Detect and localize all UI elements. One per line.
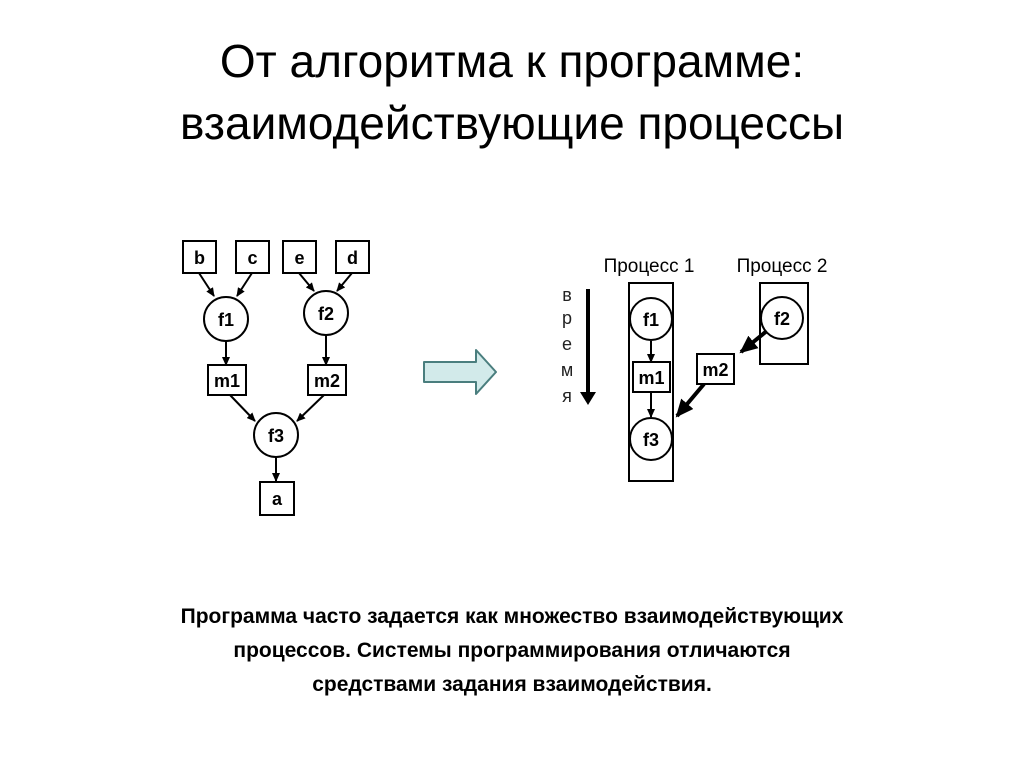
caption-line-3: средствами задания взаимодействия. <box>312 673 712 696</box>
node-m1-label: m1 <box>214 371 240 391</box>
process-nodes: f1 m1 f3 f2 m2 <box>629 296 804 461</box>
edge-f2-m2 <box>739 328 770 354</box>
process-1-container <box>628 282 674 482</box>
process-2-label: Процесс 2 <box>737 256 828 277</box>
p1-node-f1-label: f1 <box>643 310 659 330</box>
time-letter-1: в <box>562 285 572 305</box>
shared-node-m2: m2 <box>696 353 735 385</box>
node-f1-label: f1 <box>218 310 234 330</box>
p1-node-m1-label: m1 <box>638 368 664 388</box>
p2-node-f2: f2 <box>760 296 804 340</box>
edge-b-f1 <box>198 272 215 297</box>
input-node-c: c <box>235 240 270 274</box>
caption-line-1: Программа часто задается как множество в… <box>180 605 844 628</box>
edge-m2-f3 <box>296 394 325 422</box>
time-arrow-head-icon <box>580 392 596 405</box>
edge-m2-f3 <box>675 382 706 418</box>
input-label-d: d <box>347 248 358 268</box>
node-m2: m2 <box>307 364 347 396</box>
node-m2-label: m2 <box>314 371 340 391</box>
edge-d-f2 <box>336 272 353 292</box>
p1-node-f1: f1 <box>629 297 673 341</box>
input-node-e: e <box>282 240 317 274</box>
input-label-c: c <box>247 248 257 268</box>
shared-node-m2-label: m2 <box>702 360 728 380</box>
input-node-b: b <box>182 240 217 274</box>
input-label-b: b <box>194 248 205 268</box>
time-letter-4: м <box>561 360 573 380</box>
node-f3: f3 <box>253 412 299 458</box>
input-node-d: d <box>335 240 370 274</box>
time-letter-5: я <box>562 386 572 406</box>
node-f3-label: f3 <box>268 426 284 446</box>
transition-arrow-icon <box>423 349 497 395</box>
dataflow-graph: b c e d f1 <box>182 240 370 516</box>
slide-title-line-2: взаимодействующие процессы <box>179 97 845 149</box>
process-graph: Процесс 1 Процесс 2 в р е м я <box>561 256 828 482</box>
output-node-a: a <box>259 481 295 516</box>
node-f2: f2 <box>303 290 349 336</box>
slide-caption: Программа часто задается как множество в… <box>60 600 964 702</box>
input-label-e: e <box>294 248 304 268</box>
p1-node-f3-label: f3 <box>643 430 659 450</box>
node-f2-label: f2 <box>318 304 334 324</box>
cross-process-edges <box>675 328 770 418</box>
time-axis-label: в р е м я <box>561 285 573 406</box>
time-letter-3: е <box>562 334 572 354</box>
edge-e-f2 <box>298 272 315 292</box>
process-1-label: Процесс 1 <box>604 256 695 277</box>
slide-title-line-1: От алгоритма к программе: <box>219 35 805 87</box>
output-label-a: a <box>272 489 283 509</box>
process-2-container <box>759 282 809 365</box>
caption-line-2: процессов. Системы программирования отли… <box>233 639 791 662</box>
edge-m1-f3 <box>229 394 256 422</box>
p2-node-f2-label: f2 <box>774 309 790 329</box>
p1-node-m1: m1 <box>632 361 671 393</box>
time-letter-2: р <box>562 308 572 328</box>
node-m1: m1 <box>207 364 247 396</box>
p1-node-f3: f3 <box>629 417 673 461</box>
edge-c-f1 <box>236 272 253 297</box>
dataflow-edges <box>198 272 353 482</box>
slide-title: От алгоритма к программе: взаимодействую… <box>0 30 1024 154</box>
node-f1: f1 <box>203 296 249 342</box>
